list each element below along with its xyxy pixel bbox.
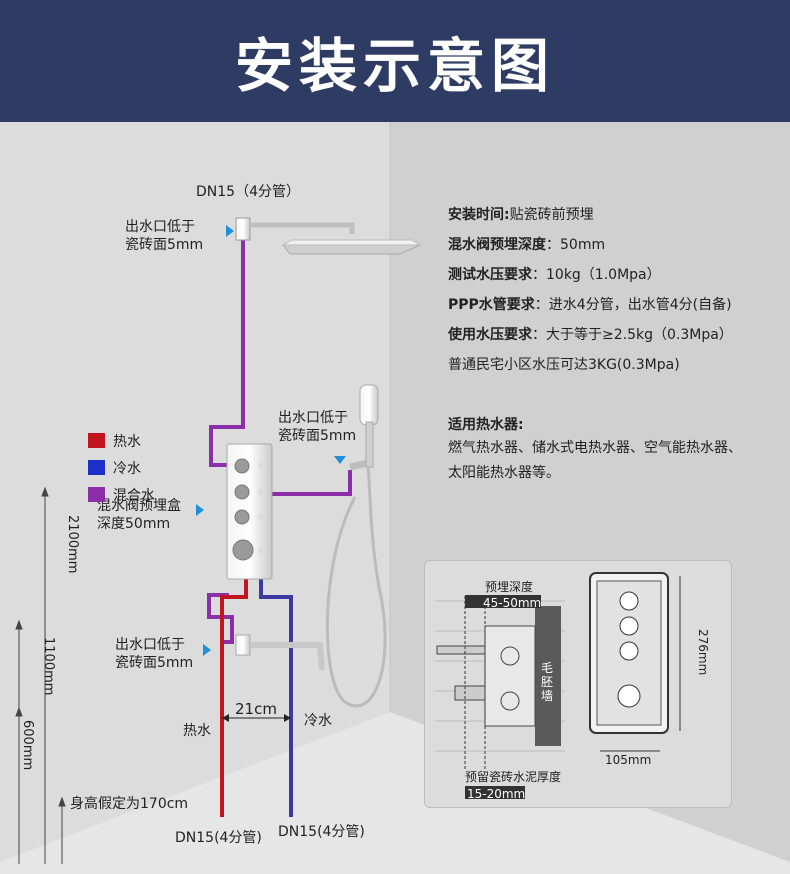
detail-reserve-title: 预留瓷砖水泥厚度 [465, 770, 562, 784]
page-title: 安装示意图 [234, 32, 555, 100]
height-assumption: 身高假定为170cm [70, 796, 189, 812]
header-banner: 安装示意图 [0, 0, 790, 122]
heaters-title: 适用热水器: [448, 417, 524, 433]
legend: 热水 冷水 混合水 [88, 427, 155, 508]
legend-item-cold: 冷水 [88, 454, 155, 481]
mixbox-label-2: 深度50mm [97, 516, 171, 532]
spacing-label: 21cm [235, 700, 277, 718]
detail-depth-title: 预埋深度 [485, 580, 534, 594]
outlet-mid-label-1: 出水口低于 [278, 410, 348, 426]
dim-1100-label: 1100mm [41, 637, 56, 696]
outlet-bottom-label-2: 瓷砖面5mm [115, 655, 194, 671]
spec-use-pressure: 使用水压要求：大于等于≥2.5kg（0.3Mpa） [448, 327, 733, 343]
spec-note: 普通民宅小区水压可达3KG(0.3Mpa) [448, 357, 680, 373]
legend-item-hot: 热水 [88, 427, 155, 454]
cold-pipe [259, 568, 293, 817]
outlet-bottom-label-1: 出水口低于 [115, 637, 185, 653]
detail-depth-value: 45-50mm [483, 596, 542, 610]
detail-width: 105mm [605, 753, 652, 767]
detail-reserve-value: 15-20mm [467, 787, 526, 801]
rough-wall [535, 606, 561, 746]
detail-inset: 预埋深度 45-50mm 毛胚墙 预留瓷砖水泥厚度 15-20mm 276mm … [424, 560, 732, 808]
outlet-mid-label-2: 瓷砖面5mm [278, 428, 357, 444]
spec-list: 安装时间:贴瓷砖前预埋 混水阀预埋深度：50mm 测试水压要求：10kg（1.0… [448, 200, 778, 486]
spec-install-time: 安装时间:贴瓷砖前预埋 [448, 207, 594, 223]
cold-pipe-label: 冷水 [304, 713, 332, 729]
heaters-list: 燃气热水器、储水式电热水器、空气能热水器、 太阳能热水器等。 [448, 440, 742, 481]
top-pipe-label: DN15（4分管） [196, 184, 300, 200]
dn-left-label: DN15(4分管) [175, 830, 262, 846]
floor [0, 712, 790, 874]
spec-depth: 混水阀预埋深度：50mm [448, 237, 606, 253]
mix-pipe-top [209, 237, 245, 467]
spec-pipe: PPP水管要求：进水4分管，出水管4分(自备) [448, 297, 732, 313]
detail-drawing [435, 572, 681, 799]
mix-pipe-handshower [271, 470, 352, 496]
mixbox-label-1: 混水阀预埋盒 [97, 498, 181, 514]
legend-swatch-hot [88, 433, 105, 448]
legend-swatch-cold [88, 460, 105, 475]
legend-item-mix: 混合水 [88, 481, 155, 508]
hot-pipe [220, 568, 248, 817]
dim-600-label: 600mm [20, 720, 35, 771]
detail-height: 276mm [696, 629, 710, 676]
outlet-top-label-2: 瓷砖面5mm [125, 237, 204, 253]
spec-test-pressure: 测试水压要求：10kg（1.0Mpa） [448, 267, 661, 283]
detail-wall-label: 毛胚墙 [541, 661, 554, 703]
outlet-top-label-1: 出水口低于 [125, 219, 195, 235]
legend-swatch-mix [88, 487, 105, 502]
dn-right-label: DN15(4分管) [278, 824, 365, 840]
hot-pipe-label: 热水 [183, 723, 211, 739]
dim-2100-label: 2100mm [65, 515, 80, 574]
